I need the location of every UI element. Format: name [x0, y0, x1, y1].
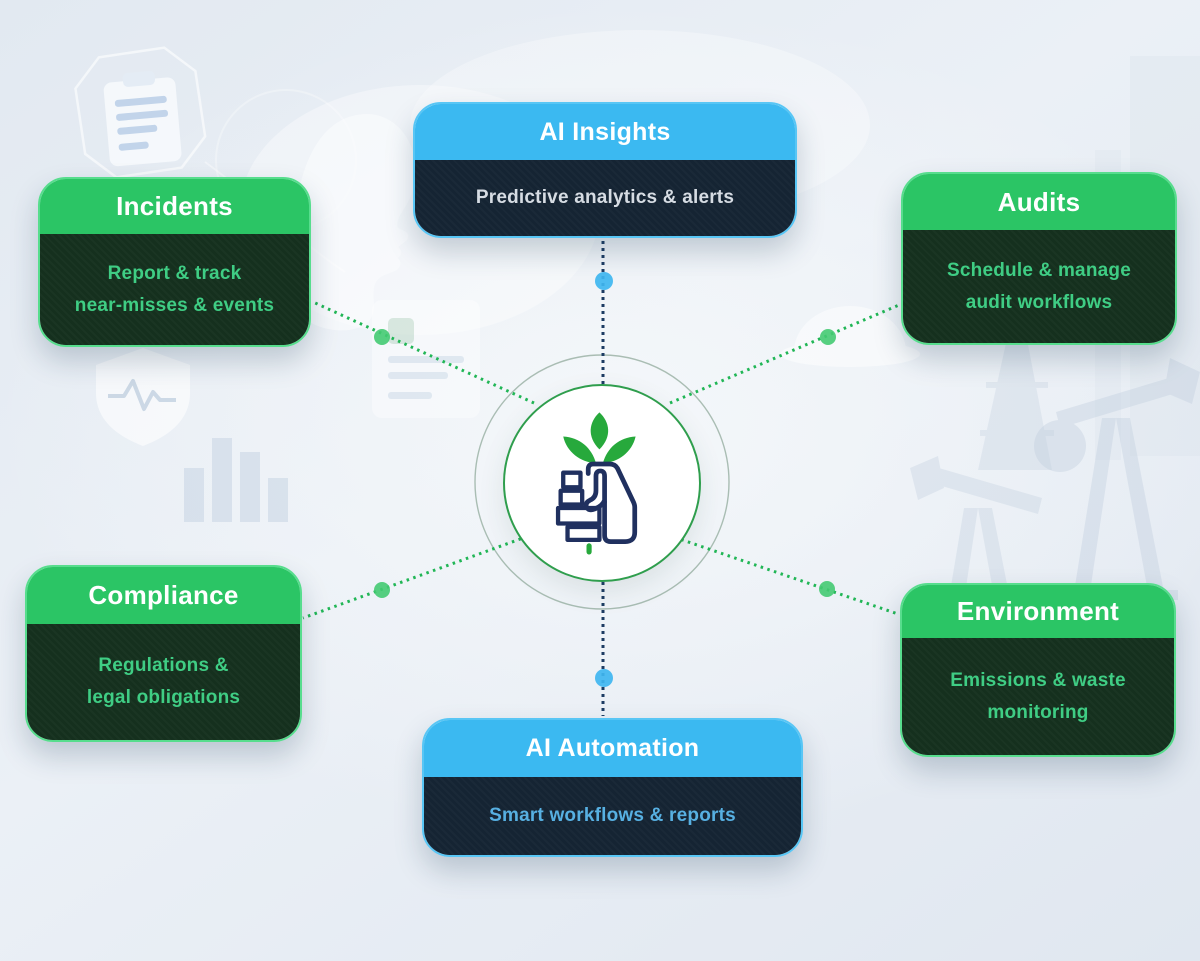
card-environment: Environment Emissions & waste monitoring [900, 583, 1176, 757]
connector-dot [820, 329, 836, 345]
card-ai-insights-description: Predictive analytics & alerts [415, 160, 795, 236]
card-ai-automation: AI Automation Smart workflows & reports [422, 718, 803, 857]
card-compliance-description: Regulations & legal obligations [27, 624, 300, 740]
card-environment-description: Emissions & waste monitoring [902, 638, 1174, 755]
description-line: audit workflows [965, 291, 1113, 313]
hand-holding-growth-icon [555, 412, 638, 555]
card-environment-header: Environment [902, 585, 1174, 638]
connector-audits [669, 303, 900, 405]
card-title: Compliance [88, 580, 239, 610]
description-line: legal obligations [86, 687, 241, 708]
central-hub [503, 384, 701, 582]
description-line: Smart workflows & reports [489, 805, 736, 826]
card-audits-description: Schedule & manage audit workflows [903, 230, 1175, 343]
derrick-silhouette [978, 334, 1054, 470]
description-line: Schedule & manage [947, 259, 1131, 281]
connector-dot [595, 272, 613, 290]
description-line: Predictive analytics & alerts [475, 187, 735, 208]
card-incidents-header: Incidents [40, 179, 309, 234]
description-line: Report & track [107, 262, 242, 284]
card-title: AI Automation [525, 734, 700, 762]
connector-dot [374, 329, 390, 345]
connector-dot [374, 582, 390, 598]
connector-environment [667, 533, 899, 616]
card-ai-insights-header: AI Insights [415, 104, 795, 160]
card-ai-automation-description: Smart workflows & reports [424, 777, 801, 855]
shield-pulse-icon [96, 348, 190, 446]
card-title: Audits [997, 186, 1081, 217]
industrial-silhouettes [910, 56, 1200, 647]
card-compliance: Compliance Regulations & legal obligatio… [25, 565, 302, 742]
window-icon [372, 300, 480, 418]
connector-dot [595, 669, 613, 687]
connector-incidents [312, 300, 535, 405]
card-title: AI Insights [539, 117, 671, 146]
description-line: monitoring [987, 701, 1089, 723]
card-title: Incidents [116, 191, 233, 221]
card-ai-automation-header: AI Automation [424, 720, 801, 777]
description-line: Emissions & waste [950, 669, 1126, 691]
hard-hat-icon [780, 306, 920, 367]
connector-dot [819, 581, 835, 597]
robot-face-silhouette [293, 114, 417, 331]
description-line: Regulations & [98, 655, 229, 676]
card-audits: Audits Schedule & manage audit workflows [901, 172, 1177, 345]
card-title: Environment [956, 596, 1120, 626]
clipboard-icon [74, 46, 207, 179]
connector-compliance [302, 532, 535, 620]
pump-jack-large [1034, 358, 1200, 600]
description-line: near-misses & events [74, 294, 275, 316]
card-audits-header: Audits [903, 174, 1175, 230]
card-compliance-header: Compliance [27, 567, 300, 624]
card-ai-insights: AI Insights Predictive analytics & alert… [413, 102, 797, 238]
bar-chart-icon [184, 438, 288, 522]
card-incidents-description: Report & track near-misses & events [40, 234, 309, 345]
card-incidents: Incidents Report & track near-misses & e… [38, 177, 311, 347]
